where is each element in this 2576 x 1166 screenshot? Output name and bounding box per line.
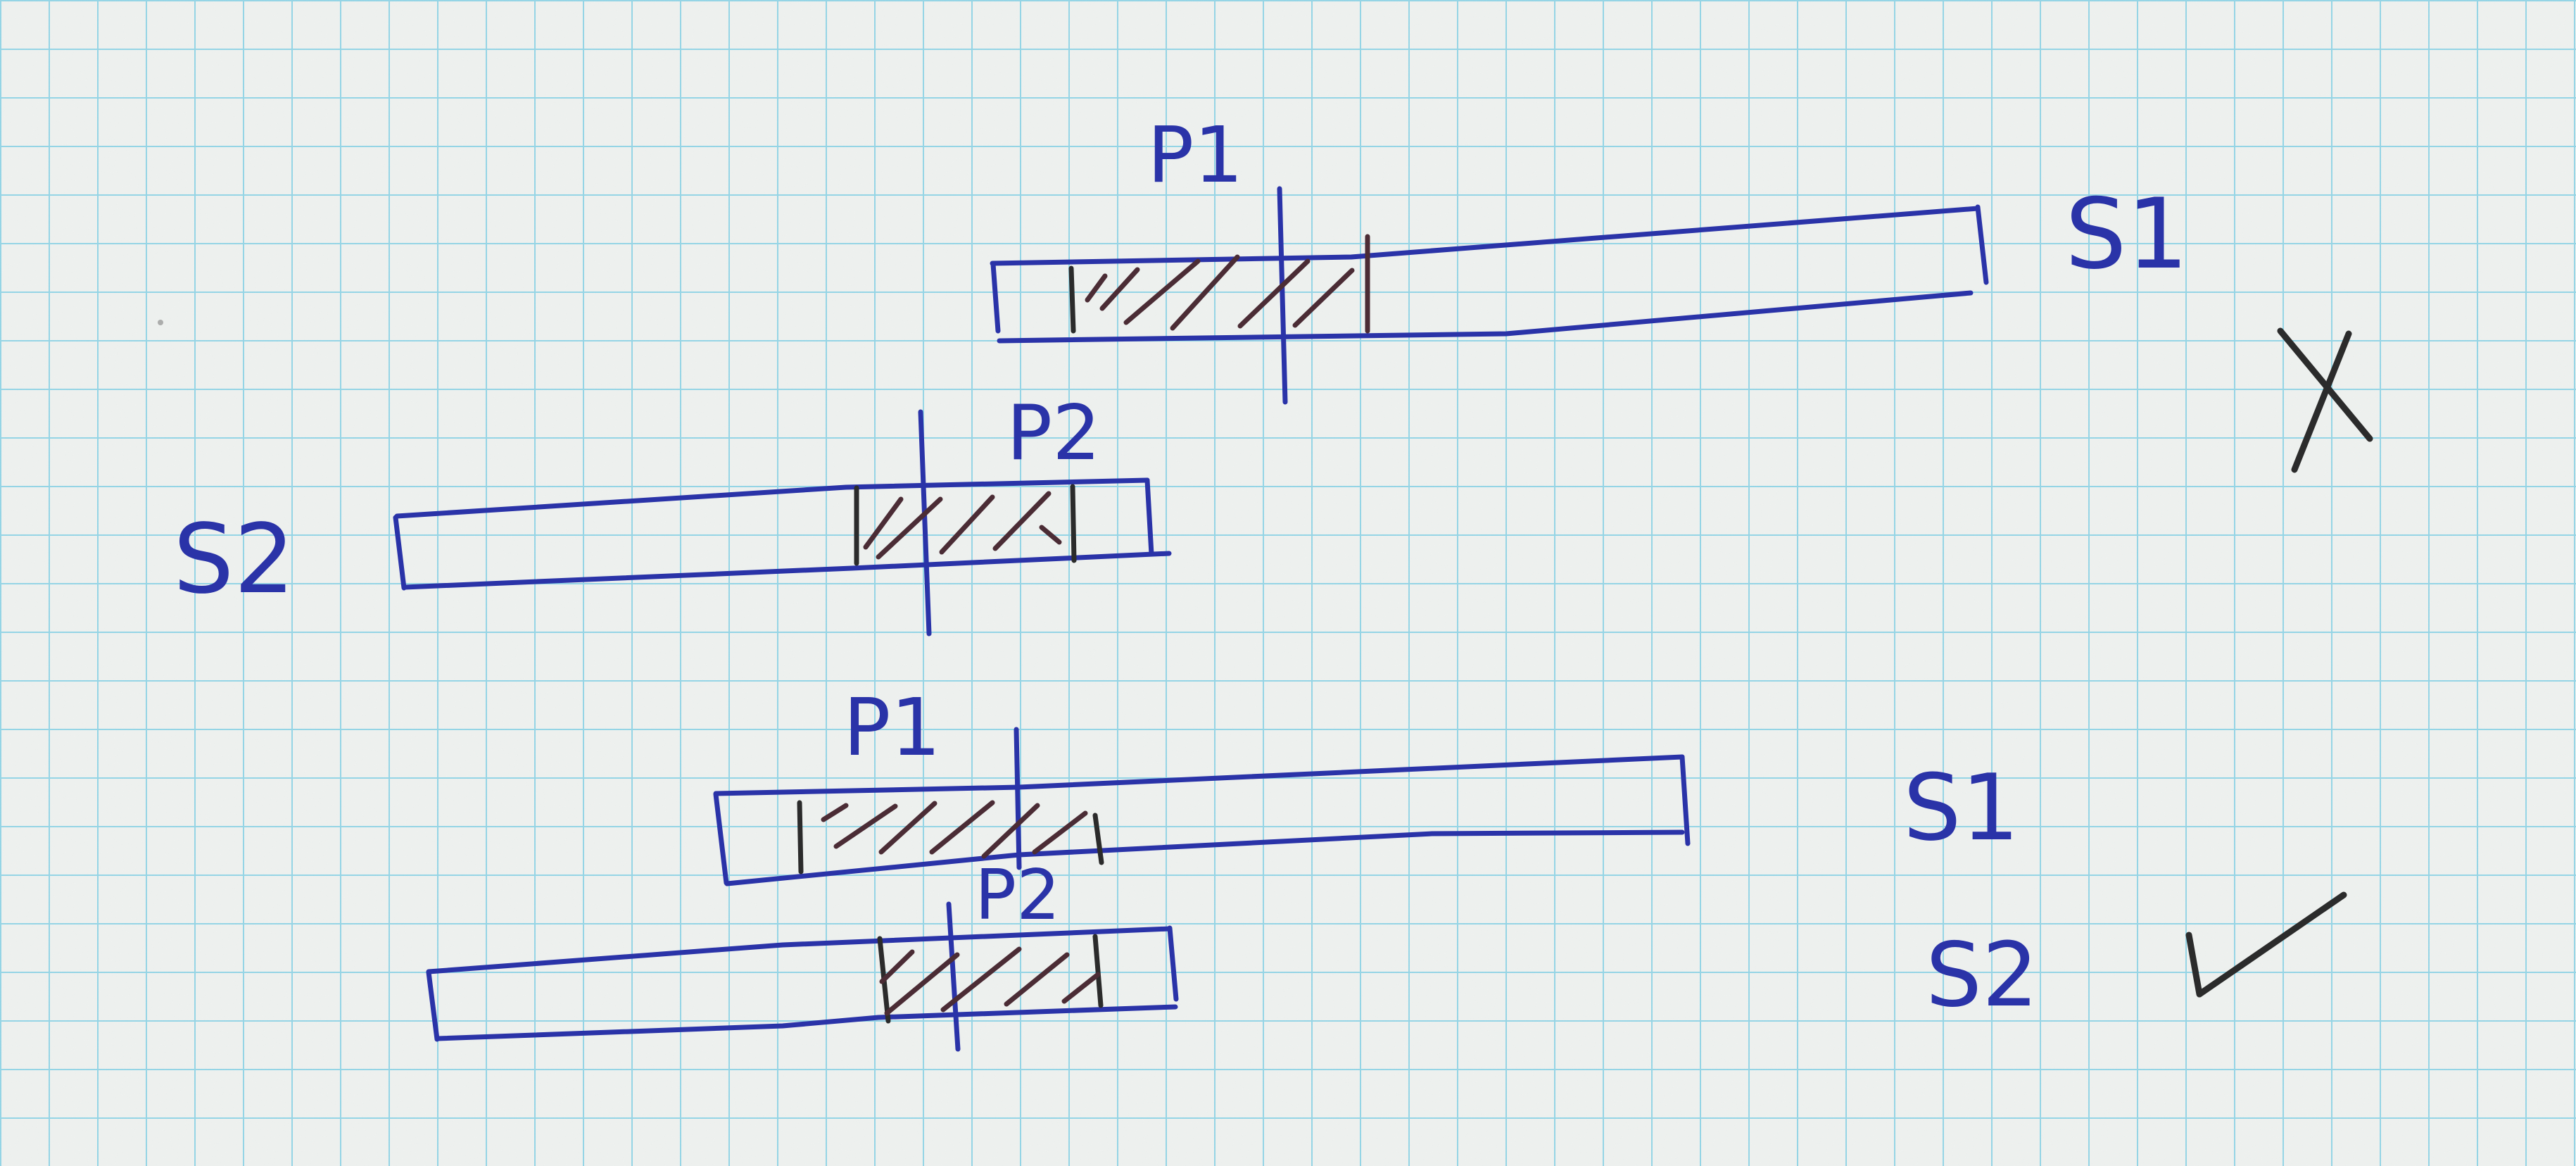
label-p1-top: P1: [1147, 110, 1243, 200]
top-s2-hatch-5: [1039, 525, 1062, 545]
bottom-s2-left-end: [426, 970, 440, 1042]
top-s1-hatch-1: [1085, 273, 1108, 303]
bottom-s2-hatch-1: [879, 949, 915, 984]
top-s2-hatch-1: [863, 496, 904, 550]
bottom-s1-hatch-6: [1032, 810, 1088, 855]
paper-speck: [158, 320, 163, 325]
top-s2-left-end: [393, 515, 407, 591]
bottom-s1-hatch-2: [833, 803, 898, 849]
bottom-s1-p1-right-boundary: [1092, 813, 1104, 865]
bottom-s2-p2-divider: [946, 901, 961, 1052]
bottom-s2-hatch-5: [1061, 972, 1101, 1004]
top-s1-p1-divider: [1277, 186, 1288, 405]
bottom-s1-hatch-4: [929, 800, 995, 855]
top-s1-hatch-4: [1170, 254, 1240, 331]
top-s1-hatch-5: [1237, 258, 1311, 329]
top-s1-hatch-6: [1292, 268, 1355, 328]
bottom-s1-right-end: [1679, 754, 1691, 846]
top-s2-hatch-4: [992, 491, 1052, 551]
bottom-s1-hatch-5: [981, 803, 1040, 859]
bottom-s1-bottom-line: [724, 829, 1685, 886]
top-s2-top-line: [394, 477, 1150, 519]
bottom-s2-bottom-line: [435, 1004, 1178, 1041]
bottom-s1-hatch-1: [821, 803, 849, 822]
bottom-s2-right-end: [1167, 925, 1179, 1002]
bottom-s2-hatch-3: [940, 946, 1022, 1013]
bottom-s1-hatch-3: [878, 801, 937, 855]
bottom-s2-hatch-4: [1004, 952, 1070, 1007]
cross-mark-stroke-2: [2291, 330, 2352, 473]
top-s1-hatch-3: [1123, 258, 1201, 325]
bottom-s1-p1-left-boundary: [797, 800, 804, 874]
top-s2-hatch-2: [876, 496, 943, 560]
top-s2-right-end: [1144, 477, 1154, 557]
top-s1-right-end: [1975, 204, 1989, 285]
top-s1-left-end: [990, 261, 1001, 334]
bottom-s2-p2-right-boundary: [1092, 934, 1104, 1008]
bottom-s1-left-end: [713, 791, 729, 886]
check-mark-path: [2185, 891, 2347, 998]
cross-mark: [2277, 327, 2373, 473]
top-s2-hatch-3: [939, 494, 995, 555]
label-s2-top: S2: [173, 504, 295, 615]
label-s1-top: S1: [2065, 177, 2188, 291]
top-s1-segment: [990, 186, 1989, 405]
top-s2-p2-right-boundary: [1070, 484, 1077, 563]
label-p1-bottom: P1: [843, 682, 941, 774]
top-s1-top-line: [990, 206, 1981, 266]
top-s2-bottom-line: [402, 551, 1172, 590]
label-p2-top: P2: [1006, 389, 1101, 477]
top-s1-p1-left-boundary: [1068, 265, 1076, 334]
bottom-s1-p1-divider: [1014, 727, 1022, 870]
bottom-s2-top-line: [426, 926, 1173, 974]
bottom-s1-segment: [713, 727, 1691, 886]
top-s2-segment: [393, 409, 1172, 637]
top-s1-bottom-line: [997, 290, 1974, 344]
top-s2-p2-divider: [918, 409, 932, 637]
bottom-s2-hatch-2: [884, 952, 960, 1016]
label-p2-bottom: P2: [975, 855, 1060, 936]
label-s2-bottom: S2: [1926, 923, 2038, 1027]
label-s1-bottom: S1: [1903, 754, 2019, 861]
check-mark: [2185, 891, 2347, 998]
top-s1-hatch-2: [1099, 267, 1140, 311]
bottom-s2-segment: [426, 901, 1179, 1052]
